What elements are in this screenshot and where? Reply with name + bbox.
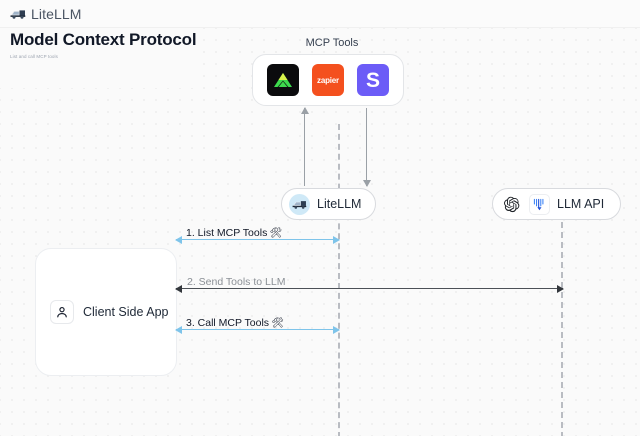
tools-emoji-3: 🛠 (271, 318, 284, 329)
tool-triangle-icon[interactable] (267, 64, 299, 96)
page-subtitle: List and call MCP tools (10, 54, 58, 59)
mcp-tools-label: MCP Tools (305, 37, 359, 49)
node-llm-api[interactable]: LLM API (492, 188, 622, 220)
tool-zapier-icon[interactable]: zapier (312, 64, 344, 96)
canvas-title-mask (0, 28, 200, 88)
openai-icon (501, 193, 522, 215)
client-side-app-label: Client Side App (83, 305, 169, 319)
message-label-1: 1. List MCP Tools🛠 (186, 227, 282, 239)
message-label-3: 3. Call MCP Tools🛠 (186, 317, 284, 329)
gemini-icon (529, 193, 550, 215)
message-arrow-2 (175, 284, 564, 293)
litellm-truck-icon (289, 193, 310, 215)
message-arrow-1 (175, 235, 340, 244)
diagram-canvas: MCP Tools zapier S (0, 28, 640, 436)
tool-s-label: S (365, 68, 380, 92)
truck-icon (10, 7, 26, 20)
message-label-3-text: 3. Call MCP Tools (186, 317, 270, 329)
node-llm-api-label: LLM API (557, 197, 605, 211)
node-litellm[interactable]: LiteLLM (281, 188, 377, 220)
vertical-arrow-up (300, 107, 310, 186)
lifeline-llm-api (561, 192, 563, 436)
brand[interactable]: LiteLLM (10, 6, 82, 22)
vertical-arrow-down (362, 108, 372, 187)
app-header: LiteLLM (0, 0, 640, 28)
message-label-2-text: 2. Send Tools to LLM (187, 276, 286, 288)
brand-name: LiteLLM (31, 5, 82, 22)
message-arrow-3 (175, 325, 340, 334)
title-block: Model Context Protocol List and call MCP… (10, 30, 197, 61)
message-label-1-text: 1. List MCP Tools (186, 227, 268, 239)
mcp-tools-box: zapier S (252, 54, 404, 106)
node-litellm-label: LiteLLM (317, 197, 362, 211)
message-label-2: 2. Send Tools to LLM (187, 276, 285, 288)
page-title: Model Context Protocol (10, 30, 197, 49)
tools-emoji-1: 🛠 (269, 228, 283, 239)
client-side-app-box[interactable]: Client Side App (35, 248, 177, 376)
user-icon (50, 300, 74, 324)
tool-zapier-label: zapier (317, 75, 339, 85)
tool-s-icon[interactable]: S (357, 64, 389, 96)
lifeline-litellm (338, 124, 340, 436)
